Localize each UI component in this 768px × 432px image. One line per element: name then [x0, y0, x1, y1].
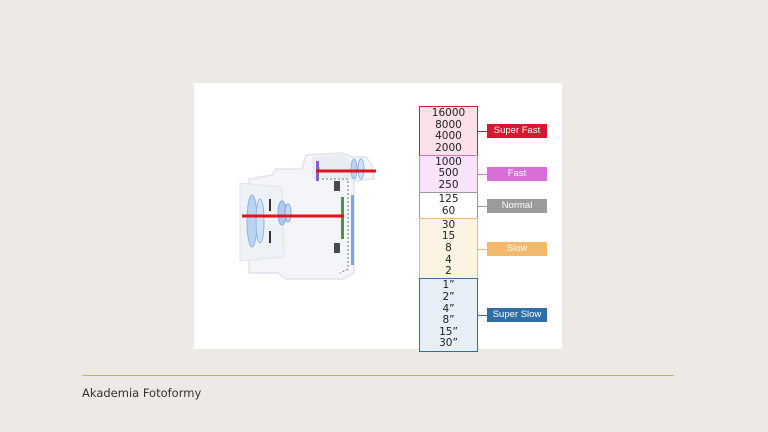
tag-connector [478, 315, 487, 317]
speed-tag-normal: Normal [487, 198, 547, 213]
speed-value: 8” [442, 314, 455, 327]
tag-connector [478, 174, 487, 176]
speed-value: 16000 [431, 107, 466, 119]
tag-connector [478, 131, 487, 133]
speed-value: 4 [445, 253, 452, 266]
speed-value: 4000 [435, 130, 462, 143]
speed-value: 125 [438, 193, 459, 206]
footer-divider [82, 375, 674, 376]
speed-tag-slow: Slow [487, 241, 547, 256]
speed-group-super-slow: 1”2”4”8”15”30” [419, 278, 478, 352]
speed-value: 250 [438, 179, 459, 192]
speed-tag-super-slow: Super Slow [487, 308, 547, 323]
footer-brand: Akademia Fotoformy [82, 386, 202, 400]
tag-connector [478, 205, 487, 207]
camera-cross-section-icon [239, 152, 376, 280]
speed-tag-fast: Fast [487, 167, 547, 182]
speed-value: 2 [445, 265, 452, 278]
speed-value: 500 [438, 167, 459, 180]
speed-value: 1” [442, 279, 455, 292]
speed-value: 8 [445, 242, 452, 255]
tag-connector [478, 248, 487, 250]
speed-value: 2” [442, 290, 455, 303]
speed-value: 8000 [435, 118, 462, 131]
speed-value: 15” [439, 325, 458, 338]
speed-value: 30 [441, 218, 456, 231]
speed-value: 15 [441, 230, 456, 243]
speed-value: 60 [441, 204, 456, 217]
speed-value: 30” [439, 337, 458, 350]
speed-tag-super-fast: Super Fast [487, 124, 547, 139]
speed-value: 2000 [435, 141, 462, 154]
speed-value: 4” [442, 302, 455, 315]
speed-value: 1000 [435, 155, 462, 168]
